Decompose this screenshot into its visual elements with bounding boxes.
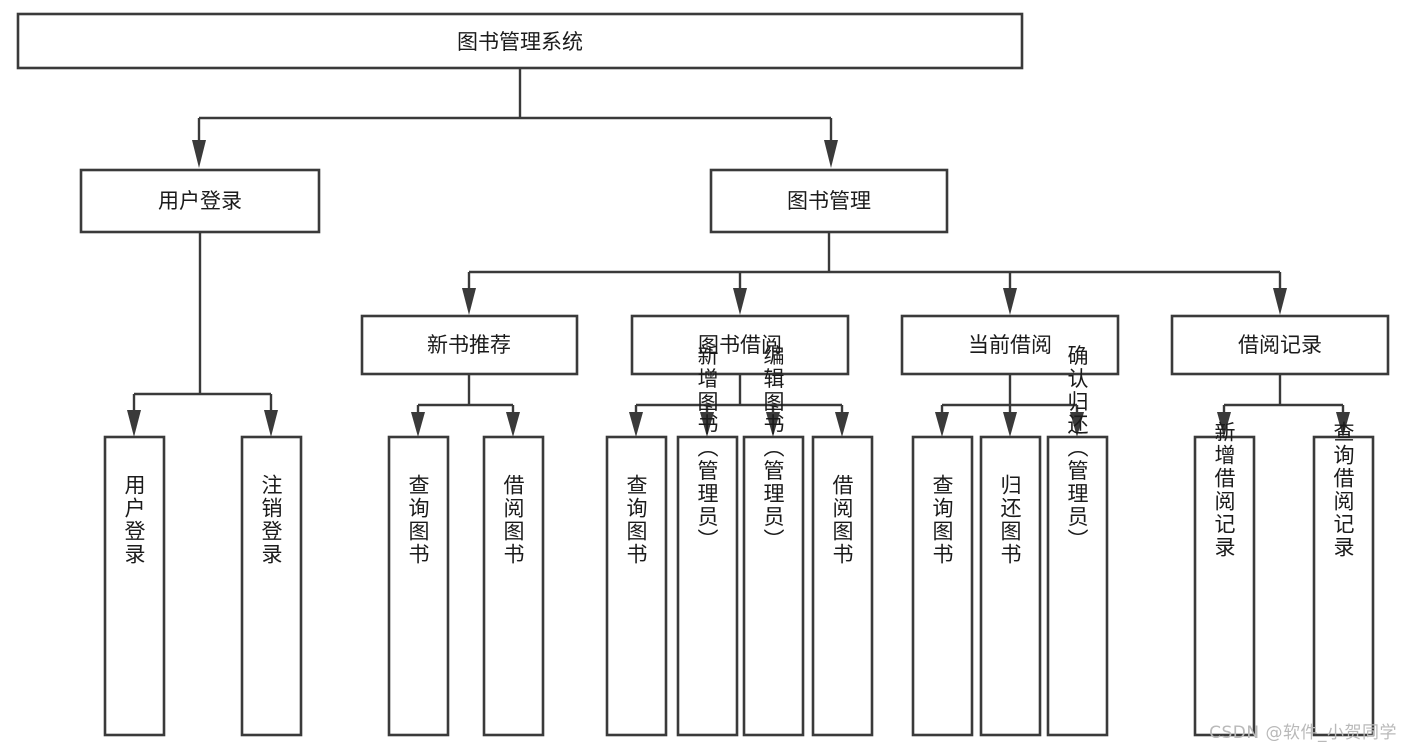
leaf-current-borrow-1[interactable]: 归还图书 bbox=[979, 435, 1042, 737]
connector-new-book-recommend-to-leaves bbox=[411, 374, 520, 437]
leaf-label: 注销登录 bbox=[259, 474, 283, 566]
connector-borrow-record-to-leaves bbox=[1217, 374, 1350, 437]
leaf-user-login-0[interactable]: 用户登录 bbox=[103, 435, 166, 737]
connector-current-borrow-to-leaves bbox=[935, 374, 1084, 437]
node-book-borrow[interactable]: 图书借阅 bbox=[630, 314, 850, 376]
leaf-box[interactable] bbox=[605, 435, 668, 737]
arrow-head-icon bbox=[506, 412, 520, 437]
connector-book-borrow-to-leaves bbox=[629, 374, 849, 437]
node-new-book-recommend-box[interactable] bbox=[360, 314, 579, 376]
leaf-book-borrow-3[interactable]: 借阅图书 bbox=[811, 435, 874, 737]
leaf-label: 查询图书 bbox=[624, 474, 648, 566]
node-new-book-recommend-label: 新书推荐 bbox=[427, 333, 511, 357]
leaf-label: 查询图书 bbox=[930, 474, 954, 566]
leaf-label: 用户登录 bbox=[122, 474, 146, 566]
leaf-current-borrow-2[interactable]: 确认归还（管理员） bbox=[1046, 345, 1109, 737]
arrow-head-icon bbox=[766, 412, 780, 437]
arrow-head-icon bbox=[127, 410, 141, 437]
leaf-new-book-recommend-0[interactable]: 查询图书 bbox=[387, 435, 450, 737]
arrow-head-icon bbox=[824, 140, 838, 168]
node-new-book-recommend[interactable]: 新书推荐 bbox=[360, 314, 579, 376]
csdn-watermark: CSDN @软件_小贺同学 bbox=[1209, 723, 1397, 743]
leaf-book-borrow-2[interactable]: 编辑图书（管理员） bbox=[742, 345, 805, 737]
leaf-label: 新增借阅记录 bbox=[1212, 421, 1236, 559]
arrow-head-icon bbox=[733, 288, 747, 315]
leaf-box[interactable] bbox=[1046, 435, 1109, 737]
arrow-head-icon bbox=[264, 410, 278, 437]
leaf-box[interactable] bbox=[1193, 435, 1256, 737]
arrow-head-icon bbox=[1217, 412, 1231, 437]
leaf-box[interactable] bbox=[482, 435, 545, 737]
connector-user-login-to-leaves bbox=[127, 232, 278, 437]
leaf-book-borrow-0[interactable]: 查询图书 bbox=[605, 435, 668, 737]
leaf-box[interactable] bbox=[979, 435, 1042, 737]
node-root[interactable]: 图书管理系统 bbox=[16, 12, 1024, 70]
leaf-box[interactable] bbox=[103, 435, 166, 737]
arrow-head-icon bbox=[835, 412, 849, 437]
node-user-login[interactable]: 用户登录 bbox=[79, 168, 321, 234]
arrow-head-icon bbox=[935, 412, 949, 437]
arrow-head-icon bbox=[629, 412, 643, 437]
node-borrow-record[interactable]: 借阅记录 bbox=[1170, 314, 1390, 376]
leaf-label: 查询借阅记录 bbox=[1331, 421, 1355, 559]
node-borrow-record-label: 借阅记录 bbox=[1238, 333, 1322, 357]
node-book-management[interactable]: 图书管理 bbox=[709, 168, 949, 234]
leaf-label: 编辑图书（管理员） bbox=[761, 345, 785, 552]
connector-root-to-level1 bbox=[192, 68, 838, 168]
leaf-label: 新增图书（管理员） bbox=[695, 345, 719, 552]
leaf-label: 借阅图书 bbox=[501, 474, 525, 566]
arrow-head-icon bbox=[1003, 288, 1017, 315]
node-borrow-record-box[interactable] bbox=[1170, 314, 1390, 376]
arrow-head-icon bbox=[1273, 288, 1287, 315]
arrow-head-icon bbox=[700, 412, 714, 437]
leaf-box[interactable] bbox=[742, 435, 805, 737]
arrow-head-icon bbox=[1070, 412, 1084, 437]
leaf-label: 归还图书 bbox=[998, 474, 1022, 566]
node-book-management-label: 图书管理 bbox=[787, 189, 871, 213]
leaf-label: 确认归还（管理员） bbox=[1065, 345, 1089, 552]
leaf-box[interactable] bbox=[911, 435, 974, 737]
arrow-head-icon bbox=[462, 288, 476, 315]
leaf-box[interactable] bbox=[811, 435, 874, 737]
node-book-borrow-label: 图书借阅 bbox=[698, 333, 782, 357]
leaf-label: 查询图书 bbox=[406, 474, 430, 566]
leaf-box[interactable] bbox=[387, 435, 450, 737]
node-user-login-label: 用户登录 bbox=[158, 189, 242, 213]
leaf-label: 借阅图书 bbox=[830, 474, 854, 566]
arrow-head-icon bbox=[1003, 412, 1017, 437]
leaf-box[interactable] bbox=[676, 435, 739, 737]
arrow-head-icon bbox=[1336, 412, 1350, 437]
arrow-head-icon bbox=[411, 412, 425, 437]
leaf-box[interactable] bbox=[1312, 435, 1375, 737]
node-root-label: 图书管理系统 bbox=[457, 30, 583, 54]
leaf-borrow-record-1[interactable]: 查询借阅记录 bbox=[1312, 421, 1375, 737]
leaf-box[interactable] bbox=[240, 435, 303, 737]
arrow-head-icon bbox=[192, 140, 206, 168]
leaf-user-login-1[interactable]: 注销登录 bbox=[240, 435, 303, 737]
node-user-login-box[interactable] bbox=[79, 168, 321, 234]
leaf-new-book-recommend-1[interactable]: 借阅图书 bbox=[482, 435, 545, 737]
leaf-current-borrow-0[interactable]: 查询图书 bbox=[911, 435, 974, 737]
leaf-borrow-record-0[interactable]: 新增借阅记录 bbox=[1193, 421, 1256, 737]
leaf-book-borrow-1[interactable]: 新增图书（管理员） bbox=[676, 345, 739, 737]
node-root-box[interactable] bbox=[16, 12, 1024, 70]
connector-book-management-to-level2 bbox=[462, 232, 1287, 315]
node-current-borrow-label: 当前借阅 bbox=[968, 333, 1052, 357]
